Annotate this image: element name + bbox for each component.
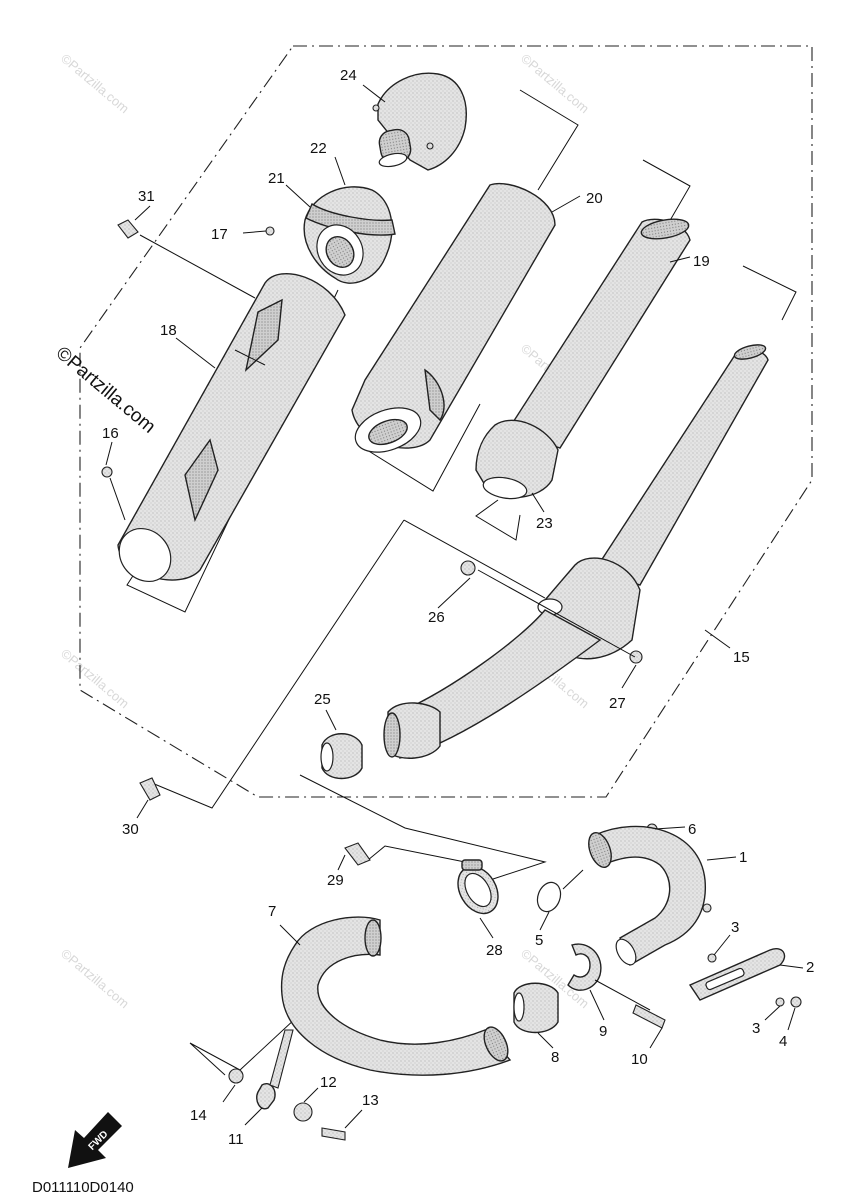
callout-30[interactable]: 30 <box>122 821 139 838</box>
part-8-sleeve <box>513 982 559 1034</box>
callout-23[interactable]: 23 <box>536 515 553 532</box>
callout-11[interactable]: 11 <box>228 1131 244 1148</box>
callout-8[interactable]: 8 <box>551 1049 559 1066</box>
part-18-outer-cover <box>117 273 346 583</box>
callout-21[interactable]: 21 <box>268 170 285 187</box>
part-19-inner-pipe <box>475 218 691 500</box>
part-24-end-cap <box>372 72 467 171</box>
callout-2[interactable]: 2 <box>806 959 814 976</box>
part-30-bolt <box>139 777 161 801</box>
callout-6[interactable]: 6 <box>688 821 696 838</box>
callout-12[interactable]: 12 <box>320 1074 337 1091</box>
callout-29[interactable]: 29 <box>327 872 344 889</box>
part-15-rear-pipe <box>383 344 769 759</box>
fasteners <box>101 219 802 1141</box>
part-21-22-cone <box>303 186 396 284</box>
part-10-bolt <box>632 1004 666 1029</box>
diagram-code: D011110D0140 <box>32 1179 134 1196</box>
copyright-text: ©Partzilla.com <box>52 343 160 438</box>
part-28-clamp <box>457 859 499 915</box>
callout-17[interactable]: 17 <box>211 226 228 243</box>
callout-3-upper[interactable]: 3 <box>731 919 739 936</box>
part-25-sleeve <box>320 733 363 780</box>
part-5-gasket <box>536 881 562 913</box>
part-2-bracket <box>688 948 786 1001</box>
watermark-text: ©Partzilla.com <box>58 946 132 1011</box>
part-14-grommet <box>228 1068 244 1084</box>
part-16-nut <box>101 466 113 478</box>
part-7-front-header <box>280 916 512 1076</box>
leader-lines <box>105 84 804 1129</box>
fwd-arrow-icon: FWD <box>68 1112 122 1168</box>
callout-26[interactable]: 26 <box>428 609 445 626</box>
callout-5[interactable]: 5 <box>535 932 543 949</box>
part-9-clamp <box>567 943 602 991</box>
callout-19[interactable]: 19 <box>693 253 710 270</box>
callout-10[interactable]: 10 <box>631 1051 648 1068</box>
callout-18[interactable]: 18 <box>160 322 177 339</box>
part-27-nut <box>629 650 643 664</box>
watermark-text: ©Partzilla.com <box>58 646 132 711</box>
watermark-text: ©Partzilla.com <box>58 51 132 116</box>
callout-9[interactable]: 9 <box>599 1023 607 1040</box>
part-1-header-pipe <box>588 825 712 967</box>
callout-4[interactable]: 4 <box>779 1033 787 1050</box>
callout-27[interactable]: 27 <box>609 695 626 712</box>
part-11-bracket <box>256 1029 294 1110</box>
part-26-grommet <box>460 560 476 576</box>
part-13-bolt <box>321 1127 346 1141</box>
watermark-text: ©Partzilla.com <box>518 51 592 116</box>
part-29-bolt <box>344 842 371 866</box>
callout-7[interactable]: 7 <box>268 903 276 920</box>
callout-22[interactable]: 22 <box>310 140 327 157</box>
part-4-bolt <box>790 996 802 1008</box>
part-17-nut <box>265 226 275 236</box>
part-31-bolt <box>117 219 139 239</box>
callout-31[interactable]: 31 <box>138 188 155 205</box>
callout-16[interactable]: 16 <box>102 425 119 442</box>
callout-20[interactable]: 20 <box>586 190 603 207</box>
callout-14[interactable]: 14 <box>190 1107 207 1124</box>
part-20-muffler-body <box>351 182 556 453</box>
callout-28[interactable]: 28 <box>486 942 503 959</box>
callout-25[interactable]: 25 <box>314 691 331 708</box>
part-3-washer <box>707 953 717 963</box>
muffler-assembly-boundary <box>79 45 813 798</box>
callout-24[interactable]: 24 <box>340 67 357 84</box>
part-12-damper <box>293 1102 313 1122</box>
part-3-washer <box>775 997 785 1007</box>
callout-3-lower[interactable]: 3 <box>752 1020 760 1037</box>
callout-1[interactable]: 1 <box>739 849 747 866</box>
callout-15[interactable]: 15 <box>733 649 750 666</box>
callout-13[interactable]: 13 <box>362 1092 379 1109</box>
callout-labels: 24 22 21 17 31 18 16 20 19 23 26 27 15 2… <box>102 67 814 1148</box>
